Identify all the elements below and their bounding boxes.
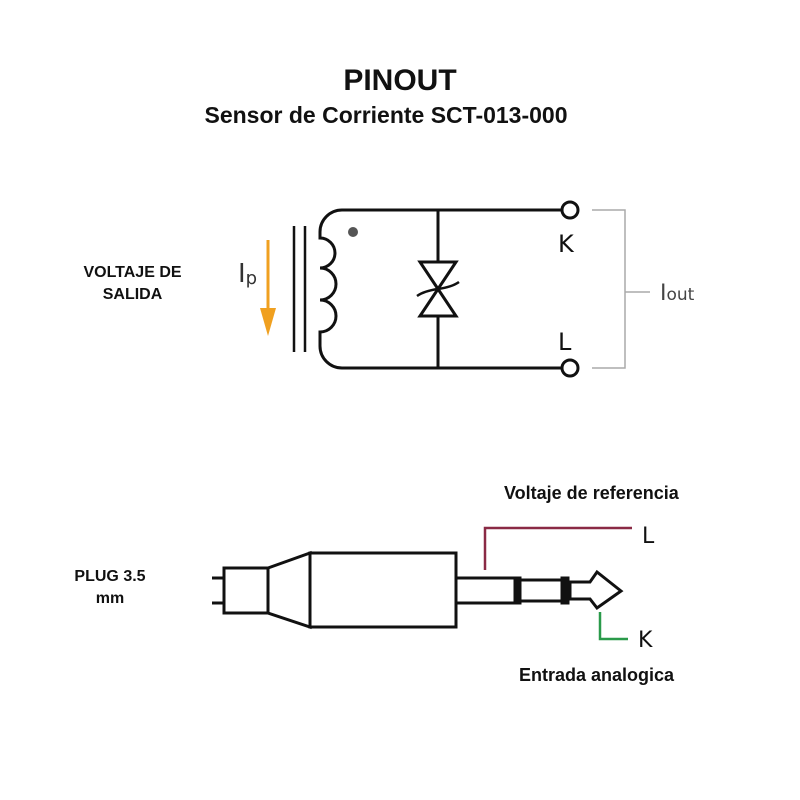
output-voltage-label-line1: VOLTAJE DE — [83, 264, 182, 281]
plug-label: PLUG 3.5 mm — [50, 566, 170, 610]
output-voltage-label-line2: SALIDA — [102, 286, 163, 303]
l-label: L — [558, 328, 572, 356]
page-title: PINOUT — [343, 64, 457, 97]
terminal-k — [560, 200, 580, 220]
plug-label-line1: PLUG 3.5 — [74, 568, 146, 585]
l-wire — [483, 526, 632, 570]
output-voltage-label: VOLTAJE DE SALIDA — [60, 262, 205, 306]
polarity-dot — [348, 227, 358, 237]
terminal-l — [560, 358, 580, 378]
plug-icon — [212, 550, 624, 630]
circuit — [292, 200, 580, 378]
page-subtitle: Sensor de Corriente SCT-013-000 — [204, 102, 568, 128]
plug-pin-l: L — [642, 524, 655, 549]
output-bracket — [592, 209, 650, 369]
reference-voltage-label: Voltaje de referencia — [504, 483, 679, 503]
k-wire — [598, 612, 628, 641]
iout-label: Iout — [660, 281, 695, 306]
current-arrow-icon — [260, 240, 276, 336]
ip-label: Ip — [238, 259, 257, 289]
k-label: K — [558, 230, 575, 258]
plug-pin-k: K — [638, 628, 653, 653]
analog-input-label: Entrada analogica — [519, 665, 675, 685]
plug-label-line2: mm — [95, 590, 125, 607]
coil — [318, 208, 343, 370]
